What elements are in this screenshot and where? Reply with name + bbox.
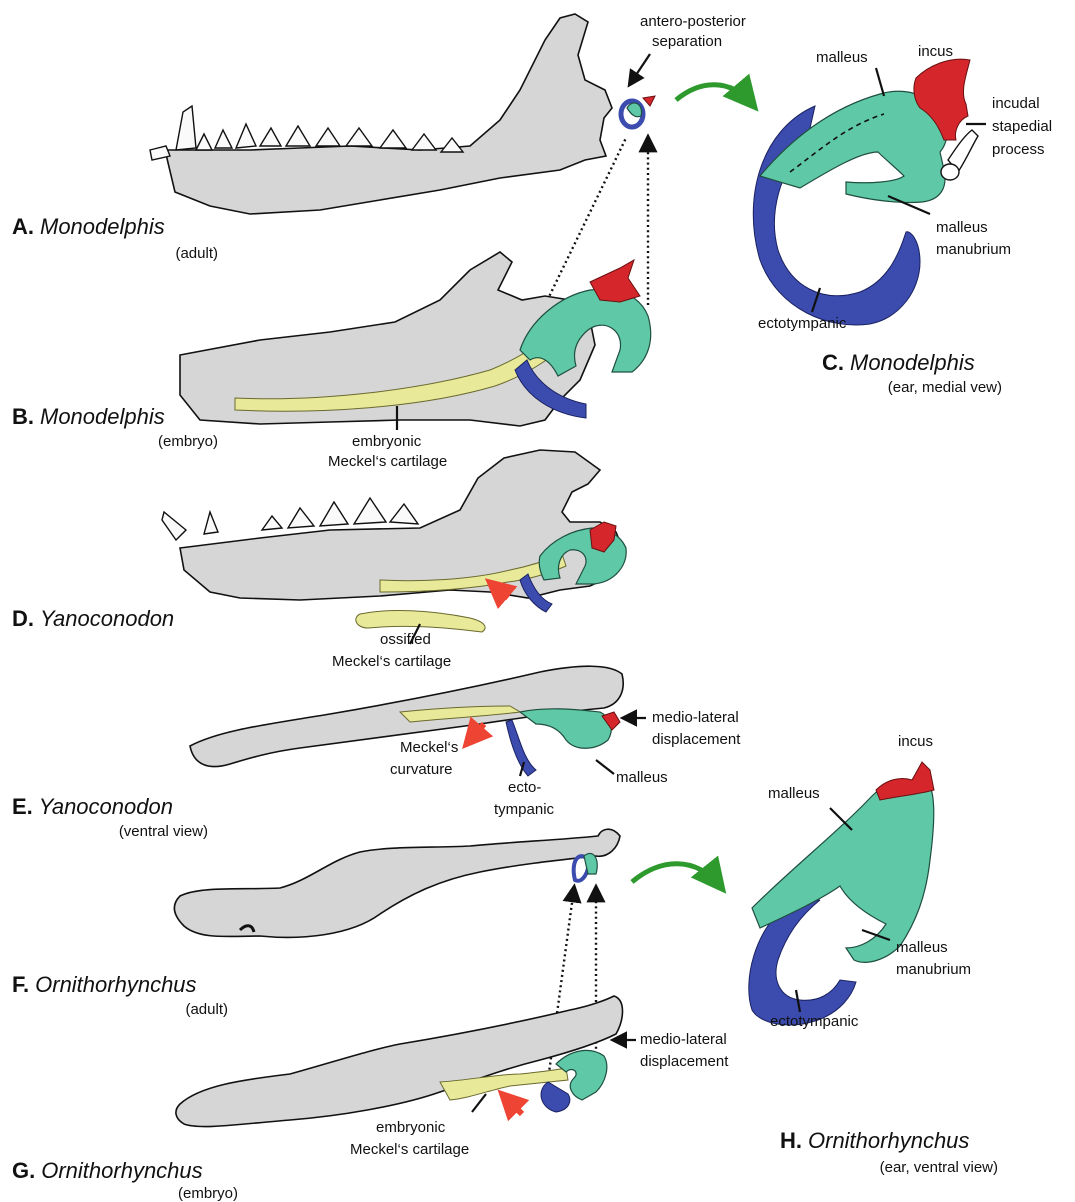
transition-arrow-bottom [632,864,720,886]
svg-text:D.Yanoconodon: D.Yanoconodon [12,606,174,631]
panel-d-ossified-line2: Meckel‘s cartilage [332,653,451,670]
panel-f-jaw [174,829,620,937]
antero-posterior-line1: antero-posterior [640,13,746,30]
antero-posterior-line2: separation [652,33,722,50]
c-malleus-label: malleus [816,49,868,66]
panel-g-letter: G. [12,1158,35,1183]
panel-g-name: Ornithorhynchus [41,1158,202,1183]
e-curv-line1: Meckel‘s [400,739,458,756]
panel-e-letter: E. [12,794,33,819]
g-meckel-leader [472,1094,486,1112]
e-curv-line2: curvature [390,761,453,778]
c-manubrium-line2: manubrium [936,241,1011,258]
antero-posterior-arrow [630,54,650,84]
panel-g-jaw [176,996,623,1127]
panel-b-label: B.Monodelphis (embryo) [12,404,218,450]
antero-posterior-label: antero-posterior separation [630,13,746,84]
panel-h-letter: H. [780,1128,802,1153]
panel-a-label: A.Monodelphis (adult) [12,214,218,262]
h-manubrium-line2: manubrium [896,961,971,978]
panel-g-sub: (embryo) [178,1185,238,1202]
panel-f-letter: F. [12,972,29,997]
svg-text:H.Ornithorhynchus: H.Ornithorhynchus [780,1128,969,1153]
panel-d-name: Yanoconodon [40,606,174,631]
panel-f-label: F.Ornithorhynchus (adult) [12,972,228,1018]
h-malleus-label: malleus [768,785,820,802]
g-medio-line2: displacement [640,1053,729,1070]
panel-a-jaw [150,14,612,214]
svg-text:C.Monodelphis: C.Monodelphis [822,350,975,375]
svg-text:E.Yanoconodon: E.Yanoconodon [12,794,173,819]
panel-f-sub: (adult) [185,1001,228,1018]
g-meckel-line1: embryonic [376,1119,446,1136]
panel-c-ear [753,59,978,325]
c-incus-label: incus [918,43,953,60]
panel-g-label: G.Ornithorhynchus (embryo) [12,1158,238,1202]
panel-d-ossified-cartilage: ossified Meckel‘s cartilage [332,611,485,670]
g-medio-line1: medio-lateral [640,1031,727,1048]
panel-e-name: Yanoconodon [39,794,173,819]
panel-e-sub: (ventral view) [119,823,208,840]
panel-c-label: C.Monodelphis (ear, medial vew) [822,350,1002,396]
panel-b-name: Monodelphis [40,404,165,429]
panel-b-meckel-line1: embryonic [352,433,422,450]
c-malleus-leader [876,68,884,96]
panel-d-letter: D. [12,606,34,631]
panel-h-name: Ornithorhynchus [808,1128,969,1153]
panel-e-jaw [190,666,623,776]
panel-a-small-ear [621,96,655,127]
c-ectotympanic-label: ectotympanic [758,315,847,332]
panel-c-name: Monodelphis [850,350,975,375]
panel-h-label: H.Ornithorhynchus (ear, ventral view) [780,1128,998,1176]
panel-a-name: Monodelphis [40,214,165,239]
e-malleus-label: malleus [616,769,668,786]
panel-h-sub: (ear, ventral view) [880,1159,998,1176]
panel-d-ossified-line1: ossified [380,631,431,648]
svg-text:G.Ornithorhynchus: G.Ornithorhynchus [12,1158,203,1183]
panel-a-letter: A. [12,214,34,239]
panel-d-jaw [162,450,626,612]
svg-text:F.Ornithorhynchus: F.Ornithorhynchus [12,972,197,997]
c-manubrium-line1: malleus [936,219,988,236]
panel-b-jaw [180,252,651,426]
panel-b-letter: B. [12,404,34,429]
c-incudal-line2: stapedial [992,118,1052,135]
e-ecto-line2: tympanic [494,801,555,818]
e-medio-line2: displacement [652,731,741,748]
e-malleus-leader [596,760,614,774]
e-ecto-line1: ecto- [508,779,541,796]
panel-b-meckel-line2: Meckel‘s cartilage [328,453,447,470]
h-ectotympanic-label: ectotympanic [770,1013,859,1030]
transition-arrow-top [676,85,752,104]
panel-d-label: D.Yanoconodon [12,606,174,631]
panel-c-sub: (ear, medial vew) [888,379,1002,396]
panel-e-label: E.Yanoconodon (ventral view) [12,794,208,840]
panel-c-letter: C. [822,350,844,375]
svg-text:B.Monodelphis: B.Monodelphis [12,404,165,429]
e-medio-line1: medio-lateral [652,709,739,726]
c-incudal-line3: process [992,141,1045,158]
panel-a-sub: (adult) [175,245,218,262]
h-manubrium-line1: malleus [896,939,948,956]
svg-text:A.Monodelphis: A.Monodelphis [12,214,165,239]
panel-b-sub: (embryo) [158,433,218,450]
panel-f-small-ear [574,853,598,880]
panel-f-name: Ornithorhynchus [35,972,196,997]
panel-g-red-arrow [506,1098,522,1114]
c-incudal-line1: incudal [992,95,1040,112]
h-incus-label: incus [898,733,933,750]
panel-e-red-arrow [470,724,484,740]
g-meckel-line2: Meckel‘s cartilage [350,1141,469,1158]
